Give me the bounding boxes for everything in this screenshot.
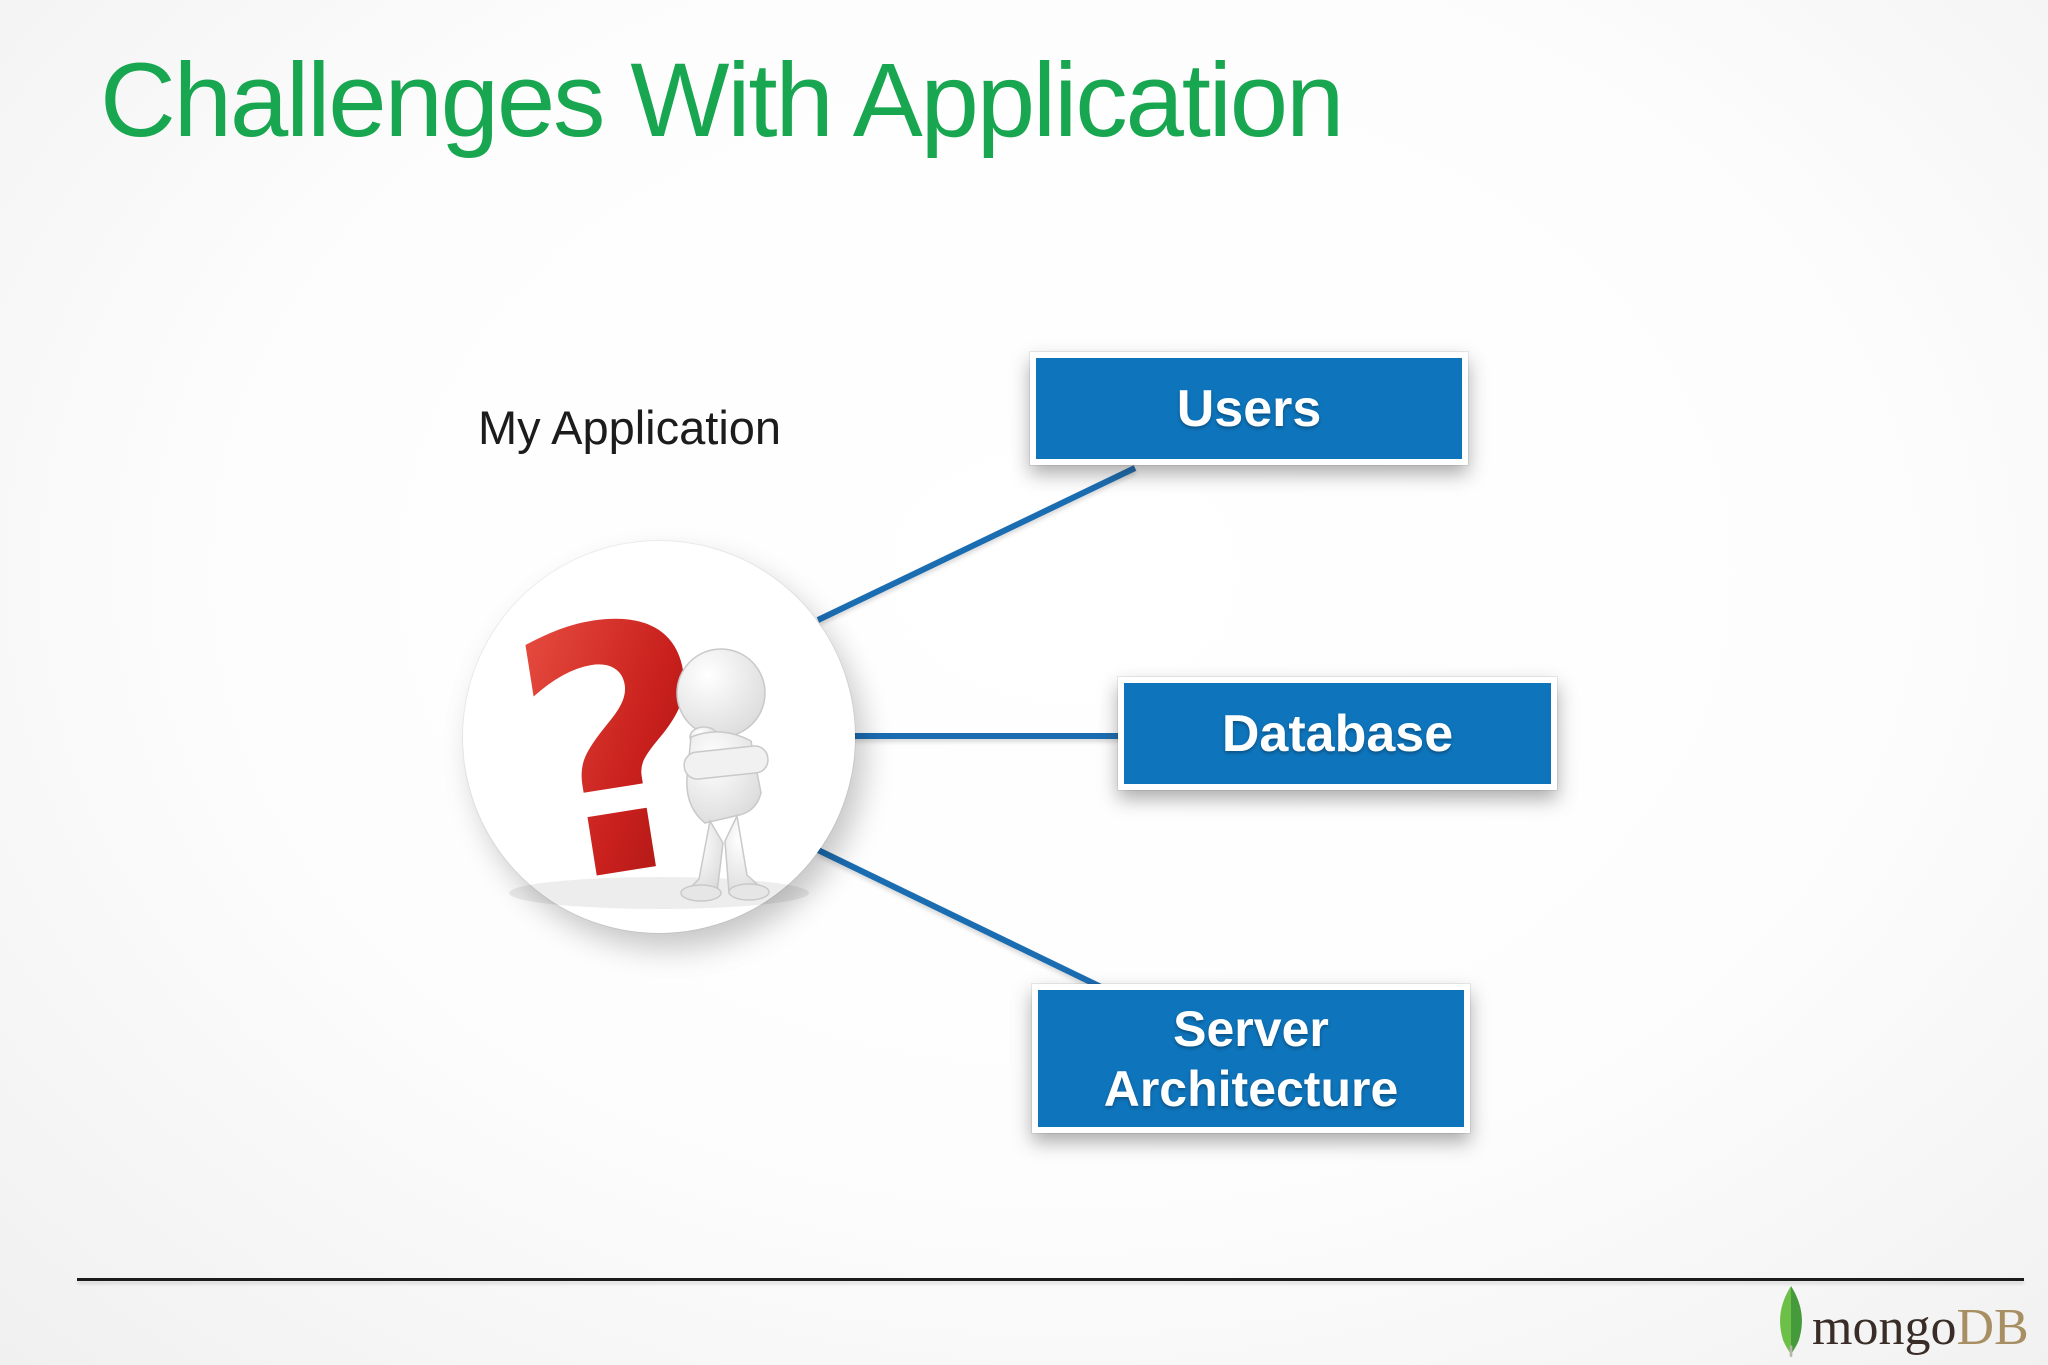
mongodb-wordmark: mongoDB [1812,1302,2029,1354]
node-server-architecture: Server Architecture [1032,984,1470,1133]
app-label: My Application [478,401,782,454]
brand-text-db: DB [1956,1299,2029,1356]
node-database: Database [1118,677,1557,790]
thinking-figure-circle: ? [463,541,855,933]
mongodb-leaf-icon [1780,1285,1802,1358]
node-users: Users [1030,352,1468,465]
mongodb-logo: mongoDB [1772,1282,2029,1358]
brand-text-mongo: mongo [1812,1299,1957,1356]
thinking-person-icon [676,648,770,902]
connector-users [816,465,1137,623]
connector-server [816,847,1105,991]
page-title: Challenges With Application [100,42,1344,159]
footer-divider [77,1278,2024,1281]
